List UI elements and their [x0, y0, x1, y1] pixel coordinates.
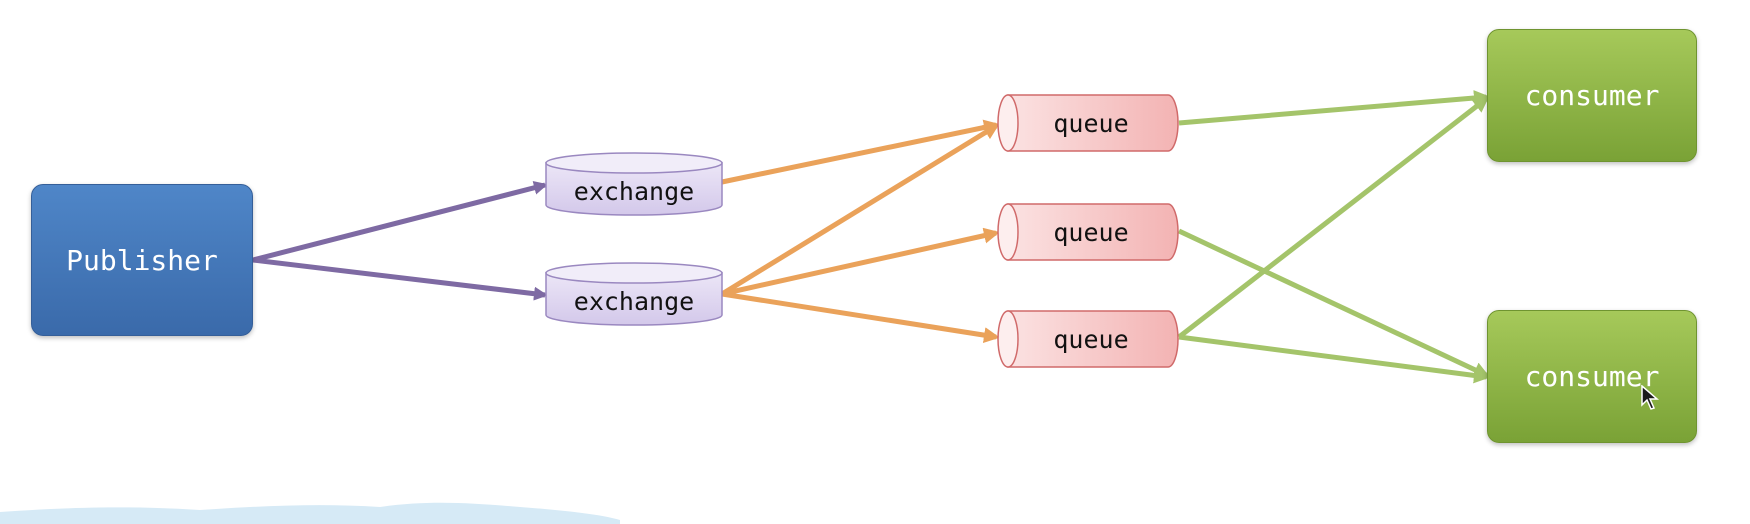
publisher-label: Publisher [66, 243, 218, 277]
consumer-node-1: consumer [1487, 29, 1697, 162]
arrow-exchange-2-to-queue-2 [721, 227, 1000, 297]
arrow-queue-2-to-consumer-2 [1177, 228, 1490, 378]
publisher-node: Publisher [31, 184, 253, 336]
arrow-exchange-2-to-queue-3 [721, 291, 1000, 344]
arrow-exchange-1-to-queue-1 [721, 119, 1000, 185]
queue-1-shape [997, 94, 1179, 152]
consumer-2-label: consumer [1524, 360, 1660, 393]
arrow-publisher-to-exchange-1 [252, 180, 548, 263]
arrow-queue-1-to-consumer-1 [1178, 90, 1490, 126]
queue-2-shape [997, 203, 1179, 261]
consumer-node-2: consumer [1487, 310, 1697, 443]
consumer-1-label: consumer [1524, 79, 1660, 112]
arrow-exchange-2-to-queue-1 [720, 123, 1000, 297]
queue-3-shape [997, 310, 1179, 368]
decorative-hill [0, 502, 620, 524]
arrow-queue-3-to-consumer-1 [1177, 96, 1490, 339]
exchange-2-shape [545, 262, 723, 326]
exchange-1-shape [545, 152, 723, 216]
arrow-queue-3-to-consumer-2 [1178, 334, 1490, 384]
mouse-cursor-icon [1641, 385, 1660, 410]
arrow-publisher-to-exchange-2 [252, 257, 548, 301]
